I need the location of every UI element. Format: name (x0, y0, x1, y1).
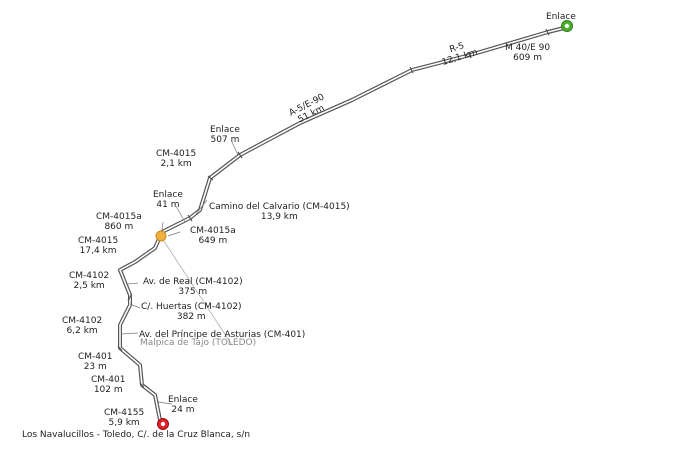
segment-label-cm4015-1: CM-4015 2,1 km (156, 149, 197, 169)
tick (467, 51, 472, 59)
start-label-text: Enlace (546, 12, 576, 22)
segment-label-enlace-3: Enlace 24 m (168, 395, 198, 415)
segment-label-enlace-1: Enlace 507 m (210, 125, 240, 145)
segment-label-cm4015a-1: CM-4015a 860 m (96, 212, 142, 232)
leader-line (231, 141, 239, 156)
waypoint-marker-icon (155, 230, 167, 242)
end-marker-icon[interactable] (157, 418, 169, 430)
tick (139, 382, 145, 388)
segment-label-cm4015-2: CM-4015 17,4 km (78, 236, 119, 256)
leader-line (120, 332, 139, 335)
route-path-fill (119, 26, 569, 421)
segment-ticks (117, 28, 550, 388)
tick (127, 294, 132, 302)
tick (545, 28, 550, 36)
segment-label-cm4015a-2: CM-4015a 649 m (190, 226, 236, 246)
end-label: Los Navalucillos - Toledo, C/. de la Cru… (22, 430, 250, 440)
start-label: Enlace (546, 12, 576, 22)
segment-label-cm401-1: CM-401 23 m (78, 352, 113, 372)
segment-label-cm4155: CM-4155 5,9 km (104, 408, 145, 428)
tick (409, 66, 414, 74)
leader-line (127, 282, 139, 285)
tick (117, 345, 123, 352)
segment-label-av-real: Av. de Real (CM-4102) 375 m (143, 277, 243, 297)
segment-label-asturias: Av. del Príncipe de Asturias (CM-401) (139, 330, 306, 340)
segment-label-cm4102-2: CM-4102 6,2 km (62, 316, 103, 336)
start-marker-icon[interactable] (561, 20, 573, 32)
tick (187, 214, 193, 222)
leader-lines (120, 141, 239, 405)
tick (207, 175, 214, 181)
leader-line (195, 199, 208, 215)
place-label: Malpica de Tajo (TOLEDO) (140, 338, 257, 348)
segment-label-m40: M 40/E 90 609 m (505, 43, 551, 63)
segment-label-cm4102-1: CM-4102 2,5 km (69, 271, 110, 291)
tick (237, 151, 243, 159)
route-path-outline (118, 25, 570, 422)
segment-label-cm401-2: CM-401 102 m (91, 375, 126, 395)
leader-line (161, 221, 164, 231)
segment-label-enlace-2: Enlace 41 m (153, 190, 183, 210)
segment-label-calvario: Camino del Calvario (CM-4015) 13,9 km (209, 202, 350, 222)
end-label-text: Los Navalucillos - Toledo, C/. de la Cru… (22, 430, 251, 440)
segment-label-huertas: C/. Huertas (CM-4102) 382 m (141, 302, 242, 322)
leader-line (167, 231, 181, 237)
leader-line (175, 205, 186, 223)
leader-line (129, 303, 141, 309)
leader-line (157, 401, 173, 405)
guide-line (157, 231, 233, 346)
